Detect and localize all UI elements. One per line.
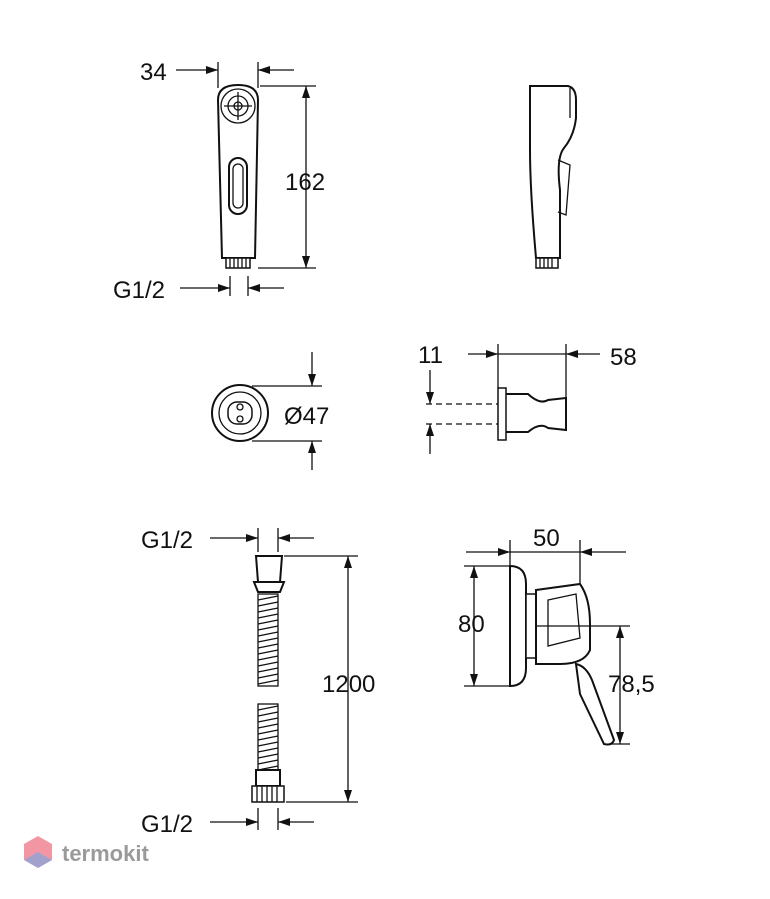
- dim-label-g12-hose-top: G1/2: [141, 527, 193, 554]
- dimension-hose-thread-bottom: G1/2: [141, 808, 314, 838]
- dim-label-78-5: 78,5: [608, 671, 655, 698]
- watermark: termokit: [24, 836, 149, 868]
- dimension-lever-height: 78,5: [536, 625, 655, 745]
- holder-front-view: [211, 384, 269, 442]
- dimension-holder-depth: 58: [468, 344, 637, 398]
- watermark-brand: termokit: [62, 841, 149, 866]
- hose-view: [251, 555, 286, 803]
- dimension-mixer-height: 80: [458, 565, 510, 687]
- dimension-hose-thread-top: G1/2: [141, 527, 314, 554]
- dim-label-g12-hose-bottom: G1/2: [141, 811, 193, 838]
- dimension-mixer-width: 50: [466, 525, 626, 584]
- dimension-holder-offset: 11: [418, 342, 443, 454]
- dim-label-34: 34: [140, 59, 167, 86]
- holder-side-view: [426, 387, 567, 441]
- dimension-handshower-height: 162: [258, 85, 325, 269]
- termokit-logo-icon: [24, 836, 52, 868]
- dim-label-1200: 1200: [322, 671, 375, 698]
- dimension-holder-diameter: Ø47: [252, 352, 329, 470]
- dim-label-g12-handshower: G1/2: [113, 277, 165, 304]
- dim-label-80: 80: [458, 611, 485, 638]
- handshower-front-view: [216, 83, 260, 269]
- handshower-side-view: [529, 85, 577, 269]
- dimension-handshower-thread: G1/2: [113, 276, 284, 304]
- mixer-side-view: [509, 564, 616, 746]
- dim-label-11: 11: [418, 342, 443, 369]
- dim-label-162: 162: [285, 169, 325, 196]
- dim-label-58: 58: [610, 344, 637, 371]
- dim-label-50: 50: [533, 525, 560, 552]
- dimension-handshower-width: 34: [140, 59, 294, 88]
- dimension-hose-length: 1200: [284, 555, 375, 803]
- dim-label-diameter-47: Ø47: [284, 403, 329, 430]
